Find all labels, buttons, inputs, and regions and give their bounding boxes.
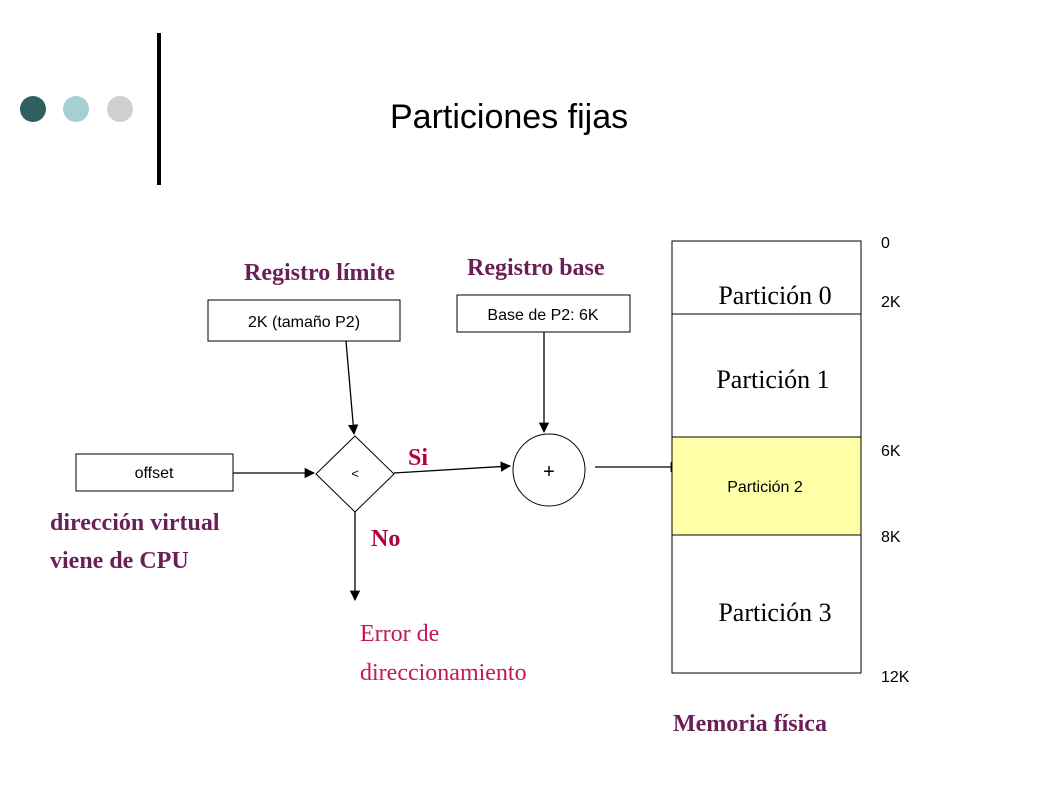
error-line1: Error de <box>360 621 439 647</box>
base-register-box <box>456 294 631 333</box>
comparator-no-label: No <box>371 526 400 552</box>
adder-circle <box>512 433 586 507</box>
decor-vertical-bar <box>157 33 161 185</box>
adder-symbol: + <box>543 461 555 483</box>
slide-title: Particiones fijas <box>390 98 628 136</box>
partition-3-block <box>671 534 862 674</box>
error-line2: direccionamiento <box>360 660 527 686</box>
comparator-symbol: < <box>351 466 359 481</box>
flow-arrows <box>233 332 682 602</box>
virtual-address-caption-line1: dirección virtual <box>50 510 220 536</box>
partition-1-label: Partición 1 <box>716 365 829 394</box>
limit-register-label: Registro límite <box>244 260 395 286</box>
arrow-limit-to-comparator <box>345 340 359 436</box>
limit-register-value: 2K (tamaño P2) <box>248 314 360 331</box>
partition-2-label: Partición 2 <box>727 479 803 496</box>
partition-2-block <box>671 436 862 536</box>
partition-0-block <box>671 240 862 315</box>
decor-dot-gray <box>107 96 133 122</box>
offset-box <box>75 453 234 492</box>
address-6k: 6K <box>881 443 901 460</box>
address-12k: 12K <box>881 669 910 686</box>
base-register-value: Base de P2: 6K <box>487 307 599 324</box>
comparator-yes-label: Si <box>408 445 428 471</box>
partition-3-label: Partición 3 <box>718 598 831 627</box>
physical-memory: Partición 0 Partición 1 Partición 2 Part… <box>671 240 862 674</box>
decor-dot-dark <box>20 96 46 122</box>
arrow-comparator-to-adder <box>393 461 512 474</box>
virtual-address-caption-line2: viene de CPU <box>50 548 189 574</box>
address-0: 0 <box>881 235 890 252</box>
partition-1-block <box>671 313 862 438</box>
base-register-label: Registro base <box>467 255 605 281</box>
address-8k: 8K <box>881 529 901 546</box>
limit-register-box <box>207 299 401 342</box>
decor-dot-light <box>63 96 89 122</box>
physical-memory-caption: Memoria física <box>673 711 827 737</box>
header-decoration <box>20 33 161 185</box>
partition-0-label: Partición 0 <box>718 281 831 310</box>
address-2k: 2K <box>881 294 901 311</box>
offset-value: offset <box>135 465 174 482</box>
